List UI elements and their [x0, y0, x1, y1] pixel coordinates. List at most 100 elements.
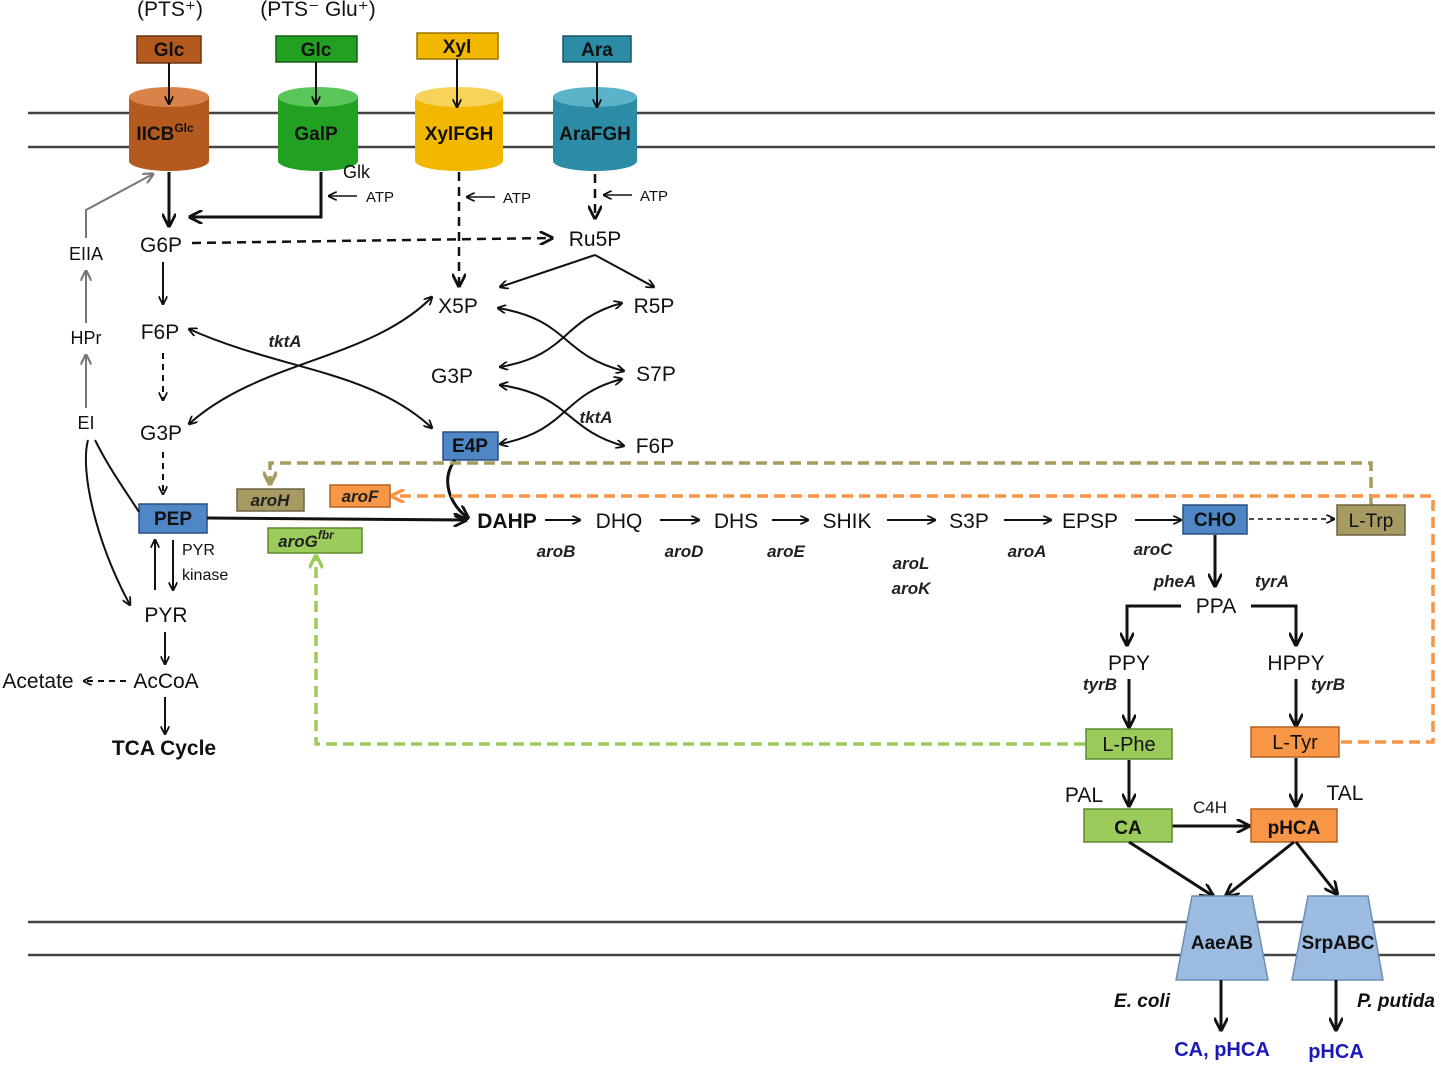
svg-text:XylFGH: XylFGH — [425, 124, 494, 145]
svg-text:SrpABC: SrpABC — [1302, 933, 1375, 954]
g6p-label: G6P — [140, 234, 182, 257]
svg-text:Glc: Glc — [154, 40, 185, 61]
tyrb-label-2: tyrB — [1311, 675, 1345, 694]
tkta-label-2: tktA — [579, 408, 612, 427]
dahp-label: DAHP — [477, 510, 537, 533]
g6p-ru5p-arrow — [191, 238, 552, 243]
arafgh-transporter: AraFGH — [553, 87, 637, 171]
ppa-split-arrows — [1127, 604, 1296, 645]
atp-label-2: ATP — [503, 190, 531, 207]
dhs-label: DHS — [714, 510, 758, 533]
export-arrows — [1128, 840, 1337, 896]
secretion-arrows — [1221, 980, 1336, 1030]
svg-text:Glc: Glc — [301, 40, 332, 61]
ppy-label: PPY — [1108, 652, 1150, 675]
ca-box: CA — [1083, 808, 1173, 843]
svg-text:IICBGlc: IICBGlc — [136, 121, 194, 145]
arob-label: aroB — [537, 542, 576, 561]
ltrp-box: L-Trp — [1336, 504, 1406, 536]
to-g6p-arrows — [169, 172, 323, 226]
ei-label: EI — [77, 413, 94, 433]
pts-minus-label: (PTS⁻ Glu⁺) — [260, 0, 376, 21]
x5p-label: X5P — [438, 295, 478, 318]
pep-pyr-arrows — [155, 540, 173, 590]
svg-text:Ara: Ara — [581, 40, 613, 61]
epsp-label: EPSP — [1062, 510, 1118, 533]
pyr-kinase-label-2: kinase — [182, 567, 228, 584]
svg-text:AraFGH: AraFGH — [559, 124, 631, 145]
dhq-label: DHQ — [596, 510, 643, 533]
svg-text:Xyl: Xyl — [443, 37, 472, 58]
tkta-label-1: tktA — [268, 332, 301, 351]
pputida-label: P. putida — [1357, 991, 1435, 1012]
svg-text:E4P: E4P — [452, 436, 488, 457]
svg-text:aroF: aroF — [342, 487, 379, 506]
pal-tal-arrows — [1129, 758, 1296, 826]
atp-label-3: ATP — [640, 188, 668, 205]
ecoli-label: E. coli — [1114, 991, 1171, 1012]
xyl-box: Xyl — [416, 32, 499, 60]
ltrp-feedback-loop — [270, 461, 1373, 505]
aroa-label: aroA — [1008, 542, 1047, 561]
glc-ptsplus-box: Glc — [136, 35, 202, 64]
svg-text:aroGfbr: aroGfbr — [278, 528, 335, 551]
s3p-label: S3P — [949, 510, 989, 533]
tkta-left-crossing — [189, 297, 432, 428]
ru5p-split-arrows — [500, 254, 654, 287]
ltyr-feedback-loop — [392, 496, 1435, 744]
tyrb-label-1: tyrB — [1083, 675, 1117, 694]
c4h-label: C4H — [1193, 798, 1227, 817]
f6p-left-label: F6P — [141, 321, 180, 344]
tyra-label: tyrA — [1255, 572, 1289, 591]
aroc-label: aroC — [1134, 540, 1173, 559]
aroe-label: aroE — [767, 542, 805, 561]
svg-text:AaeAB: AaeAB — [1191, 933, 1253, 954]
top-membrane — [28, 111, 1435, 149]
g3p-left-label: G3P — [140, 422, 182, 445]
svg-text:aroH: aroH — [251, 491, 290, 510]
lphe-feedback-loop — [316, 556, 1085, 746]
tkta-right-crossings — [498, 303, 624, 446]
galp-transporter: GalP — [278, 87, 358, 171]
g3p-mid-label: G3P — [431, 365, 473, 388]
pep-box: PEP — [138, 503, 208, 534]
pts-plus-label: (PTS⁺) — [137, 0, 203, 21]
e4p-box: E4P — [442, 431, 499, 461]
glc-ptsminus-box: Glc — [275, 35, 358, 63]
pyr-accoa-arrows — [84, 632, 165, 734]
pal-label: PAL — [1065, 784, 1103, 807]
arog-box: aroGfbr — [267, 527, 363, 554]
output-phca-label: pHCA — [1308, 1041, 1364, 1063]
ara-box: Ara — [562, 35, 632, 63]
phca-box: pHCA — [1250, 808, 1338, 843]
acetate-label: Acetate — [2, 670, 73, 693]
pts-relay-arrows — [86, 174, 153, 408]
svg-text:CA: CA — [1114, 818, 1142, 839]
arof-box: aroF — [329, 484, 391, 508]
to-aa-arrows — [1129, 679, 1296, 727]
xylfgh-transporter: XylFGH — [415, 87, 503, 171]
aroh-box: aroH — [236, 488, 305, 512]
phea-label: pheA — [1153, 572, 1197, 591]
svg-text:PEP: PEP — [154, 509, 192, 530]
output-ca-phca-label: CA, pHCA — [1174, 1039, 1270, 1061]
arol-label: aroL — [893, 554, 930, 573]
svg-text:L-Trp: L-Trp — [1349, 511, 1394, 532]
svg-text:L-Tyr: L-Tyr — [1272, 732, 1318, 754]
cho-box: CHO — [1182, 504, 1248, 535]
pyr-label: PYR — [144, 604, 187, 627]
aaeab-transporter: AaeAB — [1175, 895, 1269, 981]
arod-label: aroD — [665, 542, 704, 561]
arok-label: aroK — [892, 579, 932, 598]
ltyr-box: L-Tyr — [1250, 726, 1340, 758]
s7p-label: S7P — [636, 363, 676, 386]
tal-label: TAL — [1327, 782, 1364, 805]
pentose-uptake-arrows — [459, 172, 595, 286]
svg-text:pHCA: pHCA — [1268, 818, 1321, 839]
ru5p-label: Ru5P — [569, 228, 622, 251]
tca-label: TCA Cycle — [112, 737, 216, 760]
accoa-label: AcCoA — [133, 670, 198, 693]
hpr-label: HPr — [71, 328, 102, 348]
